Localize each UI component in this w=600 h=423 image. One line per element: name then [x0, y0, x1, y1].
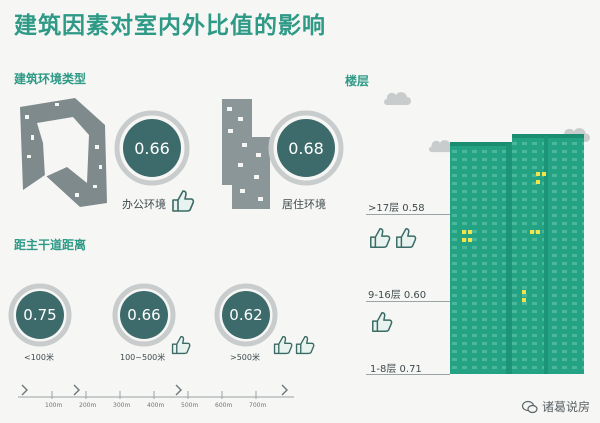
page-title: 建筑因素对室内外比值的影响 — [14, 13, 326, 39]
ring-value: 0.62 — [229, 306, 263, 324]
axis-tick-label: 400m — [147, 402, 165, 409]
cloud-icon — [428, 140, 454, 153]
floor-divider — [366, 214, 450, 215]
distance-axis — [18, 384, 294, 399]
floor-value: 0.71 — [399, 364, 422, 375]
floor-range: 1-8层 — [370, 364, 397, 375]
floor-divider — [366, 301, 450, 302]
section-title-floors: 楼层 — [345, 74, 370, 88]
ring-distance-mid: 0.66 — [112, 283, 176, 347]
axis-tick-label: 700m — [249, 402, 267, 409]
ring-distance-near: 0.75 — [8, 283, 72, 347]
floor-range: >17层 — [368, 203, 400, 214]
ring-value: 0.68 — [288, 138, 324, 158]
cloud-icon — [384, 92, 411, 105]
ring-value: 0.66 — [134, 138, 170, 158]
thumbs-up-icon — [171, 335, 191, 355]
floor-value: 0.60 — [403, 290, 427, 301]
thumbs-up-icon — [370, 228, 391, 248]
ring-value: 0.66 — [127, 306, 161, 324]
residential-building-illustration — [222, 99, 270, 209]
high-rise-illustration — [450, 134, 584, 374]
ring-label-residential: 居住环境 — [282, 198, 326, 211]
ring-office: 0.66 — [114, 110, 190, 186]
section-title-distance: 距主干道距离 — [14, 238, 87, 252]
thumbs-up-icon — [172, 190, 195, 212]
floor-label-high: >17层 0.58 — [368, 199, 425, 214]
ring-residential: 0.68 — [268, 110, 344, 186]
wechat-icon — [521, 400, 538, 413]
axis-tick-label: 500m — [181, 402, 199, 409]
axis-tick-label: 300m — [113, 402, 131, 409]
section-title-env-type: 建筑环境类型 — [14, 72, 87, 86]
floor-label-low: 1-8层 0.71 — [370, 360, 422, 375]
axis-tick-label: 600m — [215, 402, 233, 409]
watermark-text: 诸葛说房 — [541, 400, 590, 414]
ring-label-distance-far: >500米 — [230, 353, 260, 362]
ring-value: 0.75 — [23, 306, 57, 324]
floor-label-mid: 9-16层 0.60 — [368, 286, 426, 301]
ring-label-office: 办公环境 — [122, 198, 166, 211]
floor-divider — [366, 374, 450, 375]
floor-value: 0.58 — [402, 203, 425, 214]
floor-range: 9-16层 — [368, 290, 401, 301]
ring-label-distance-near: <100米 — [24, 353, 54, 362]
axis-tick-label: 100m — [45, 402, 63, 409]
thumbs-up-icon — [396, 228, 417, 248]
ring-label-distance-mid: 100~500米 — [120, 353, 166, 362]
office-building-illustration — [20, 98, 107, 207]
ring-distance-far: 0.62 — [214, 283, 278, 347]
thumbs-up-icon — [295, 335, 315, 355]
thumbs-up-icon — [273, 335, 293, 355]
axis-tick-label: 200m — [79, 402, 97, 409]
watermark: 诸葛说房 — [521, 398, 590, 415]
thumbs-up-icon — [372, 312, 393, 332]
